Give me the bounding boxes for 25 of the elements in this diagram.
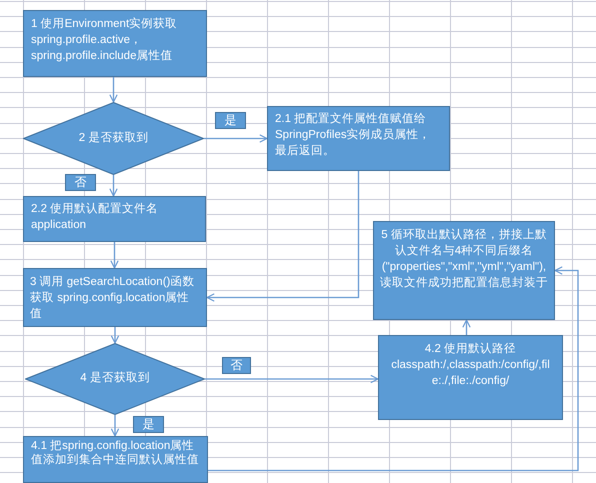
decision-text: 4 是否获取到 xyxy=(79,370,151,386)
process-box: 5 循环取出默认路径，拼接上默认文件名与4种不同后缀名("properties","xml","yml","yaml"),读取文件成功把配置信息封装于 xyxy=(373,221,555,320)
process-box: 4.1 把spring.config.location属性值添加到集合中连同默认属性值 xyxy=(23,436,208,483)
arrow xyxy=(206,171,360,302)
edge-label: 否 xyxy=(222,357,251,374)
process-box: 2.1 把配置文件属性值赋值给SpringProfiles实例成员属性，最后返回。 xyxy=(267,106,450,171)
edge-label: 是 xyxy=(133,416,164,433)
arrow xyxy=(462,319,471,335)
edge-label: 否 xyxy=(65,174,96,191)
arrow xyxy=(208,266,579,472)
process-box: 1 使用Environment实例获取spring.profile.active，spring.profile.include属性值 xyxy=(23,10,207,77)
process-box: 3 调用 getSearchLocation()函数获取 spring.config.location属性值 xyxy=(23,268,207,327)
arrow xyxy=(109,77,118,103)
arrow xyxy=(109,175,118,197)
decision-diamond xyxy=(25,343,205,415)
arrow xyxy=(110,415,120,437)
arrow xyxy=(204,134,268,143)
process-box: 4.2 使用默认路径 classpath:/,classpath:/config/,file:./,file:./config/ xyxy=(378,335,563,420)
arrow xyxy=(110,242,119,269)
arrow xyxy=(205,374,379,384)
process-box: 2.2 使用默认配置文件名application xyxy=(23,196,206,242)
arrow xyxy=(110,327,120,344)
edge-label: 是 xyxy=(215,112,246,129)
decision-text: 2 是否获取到 xyxy=(78,130,150,146)
decision-diamond xyxy=(23,102,204,175)
